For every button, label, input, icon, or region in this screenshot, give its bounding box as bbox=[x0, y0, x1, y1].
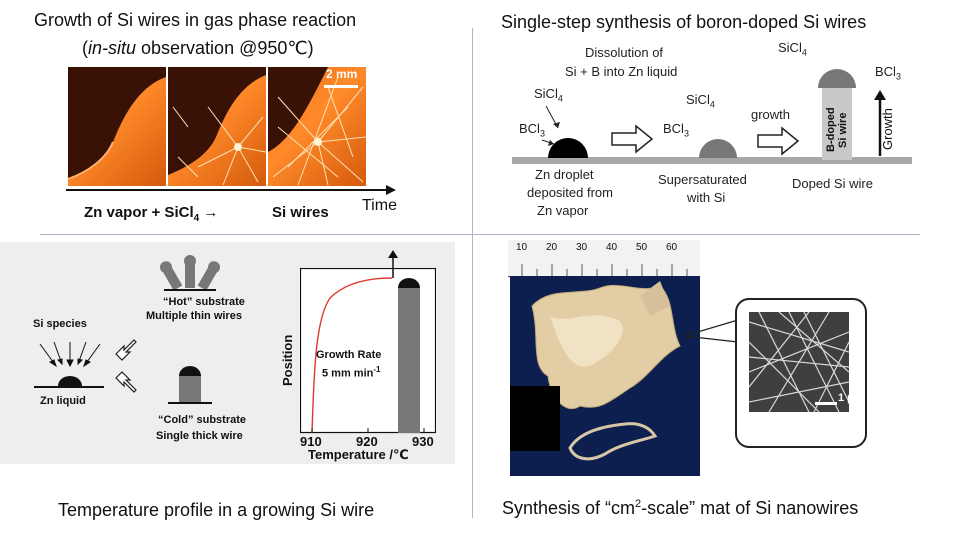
bcl-sub-2: 3 bbox=[683, 128, 689, 139]
doped-wire-label: Doped Si wire bbox=[792, 176, 873, 191]
tick-930: 930 bbox=[412, 434, 434, 449]
reaction-sub: 4 bbox=[193, 213, 200, 224]
b-doped-si-wire bbox=[818, 68, 856, 160]
zoom-callout-lines bbox=[684, 319, 739, 343]
top-left-title-line2: (in-situ observation @950℃) bbox=[82, 38, 314, 59]
supersaturated-droplet bbox=[699, 139, 737, 158]
cold-substrate-line2: Single thick wire bbox=[156, 430, 243, 442]
growth-rate-value: 5 mm min bbox=[322, 367, 374, 380]
sem-scale-label: 1 μm bbox=[838, 392, 864, 404]
supersat-line2: with Si bbox=[687, 190, 726, 205]
bcl-main-3: BCl bbox=[875, 64, 896, 79]
growth-photo-1 bbox=[68, 67, 166, 186]
arrow-right-outline-icon bbox=[611, 124, 654, 154]
temperature-curve bbox=[311, 277, 393, 434]
ruler-tick-60: 60 bbox=[666, 242, 678, 253]
bcl-main: BCl bbox=[519, 121, 540, 136]
arrow-diagonal-icon bbox=[541, 105, 560, 146]
zn-droplet-black bbox=[548, 138, 588, 158]
wire-label-line2: Si wire bbox=[837, 112, 849, 148]
ruler-tick-40: 40 bbox=[606, 242, 618, 253]
arrow-right-outline-icon bbox=[115, 339, 137, 393]
bcl-sub-3: 3 bbox=[895, 71, 901, 82]
zn-droplet-line1: Zn droplet bbox=[535, 167, 594, 182]
tick-910: 910 bbox=[300, 434, 322, 449]
sicl-main-3: SiCl bbox=[778, 40, 802, 55]
reaction-equation: Zn vapor + SiCl4 → bbox=[84, 204, 218, 224]
si-wire-column bbox=[398, 288, 420, 433]
dissolution-line2: Si + B into Zn liquid bbox=[565, 64, 678, 79]
reaction-left: Zn vapor + SiCl bbox=[84, 204, 194, 221]
arrow-up-icon bbox=[874, 90, 886, 156]
cold-substrate-line1: “Cold” substrate bbox=[158, 414, 247, 426]
hot-substrate-wires bbox=[160, 255, 220, 291]
growth-photo-2 bbox=[168, 67, 266, 186]
bottom-left-caption: Temperature profile in a growing Si wire bbox=[58, 500, 375, 520]
bcl3-label-1: BCl3 bbox=[519, 121, 545, 139]
paren-open: ( bbox=[82, 38, 88, 58]
sicl-main: SiCl bbox=[534, 86, 558, 101]
nanowire-mat-photo bbox=[510, 276, 700, 476]
bcl-main-2: BCl bbox=[663, 121, 684, 136]
sicl4-label-1: SiCl4 bbox=[534, 86, 563, 104]
bcl3-label-2: BCl3 bbox=[663, 121, 689, 139]
tick-920: 920 bbox=[356, 434, 378, 449]
title-rest: observation @950℃) bbox=[136, 38, 314, 58]
growth-axis-label: Growth bbox=[880, 108, 895, 150]
bcl3-label-3: BCl3 bbox=[875, 64, 901, 82]
growth-rate-line1: Growth Rate bbox=[316, 349, 382, 361]
horizontal-divider bbox=[40, 234, 920, 235]
cold-substrate-wire bbox=[168, 366, 212, 404]
top-left-title-line1: Growth of Si wires in gas phase reaction bbox=[34, 10, 357, 30]
wire-label-line1: B-doped bbox=[825, 107, 837, 152]
ruler-tick-20: 20 bbox=[546, 242, 558, 253]
sicl-sub-2: 4 bbox=[709, 99, 715, 110]
dissolution-line1: Dissolution of bbox=[585, 45, 664, 60]
in-situ-italic: in-situ bbox=[88, 38, 137, 58]
caption-sup: 2 bbox=[635, 498, 642, 510]
growth-label: growth bbox=[751, 107, 791, 122]
sicl4-label-3: SiCl4 bbox=[778, 40, 807, 58]
ruler-tick-50: 50 bbox=[636, 242, 648, 253]
si-species-label: Si species bbox=[33, 318, 87, 330]
ruler-tick-10: 10 bbox=[516, 242, 528, 253]
sem-image bbox=[749, 312, 849, 412]
si-species-arrows bbox=[34, 341, 104, 388]
wire-tip-droplet bbox=[398, 278, 420, 288]
bottom-right-caption: Synthesis of “cm2-scale” mat of Si nanow… bbox=[502, 498, 858, 519]
hot-substrate-line2: Multiple thin wires bbox=[146, 310, 242, 322]
reaction-arrow: → bbox=[203, 204, 219, 221]
bcl-sub: 3 bbox=[539, 128, 545, 139]
temperature-axis-label: Temperature /℃ bbox=[308, 447, 409, 462]
sicl-sub-3: 4 bbox=[801, 47, 807, 58]
zn-droplet-line3: Zn vapor bbox=[537, 203, 589, 218]
caption-pre: Synthesis of “cm bbox=[502, 498, 636, 518]
arrow-up-icon bbox=[388, 250, 398, 278]
reaction-right: Si wires bbox=[272, 204, 329, 221]
temperature-profile-plot bbox=[300, 268, 436, 434]
growth-rate-line2: 5 mm min-1 bbox=[322, 365, 380, 380]
zn-liquid-label: Zn liquid bbox=[40, 395, 86, 407]
substrate-bar bbox=[512, 157, 912, 164]
sicl-main-2: SiCl bbox=[686, 92, 710, 107]
sicl-sub: 4 bbox=[557, 93, 563, 104]
ruler: 10 20 30 40 50 60 bbox=[508, 240, 700, 277]
caption-post: -scale” mat of Si nanowires bbox=[641, 498, 859, 518]
growth-rate-sup: -1 bbox=[373, 365, 381, 374]
vertical-divider bbox=[472, 28, 473, 518]
growth-photo-3 bbox=[268, 67, 366, 186]
top-right-title: Single-step synthesis of boron-doped Si … bbox=[501, 12, 867, 32]
position-axis-label: Position bbox=[280, 334, 295, 386]
time-arrow bbox=[66, 185, 396, 195]
hot-substrate-line1: “Hot” substrate bbox=[163, 296, 245, 308]
arrow-right-outline-icon bbox=[757, 126, 800, 156]
supersat-line1: Supersaturated bbox=[658, 172, 747, 187]
zn-droplet-line2: deposited from bbox=[527, 185, 613, 200]
sicl4-label-2: SiCl4 bbox=[686, 92, 715, 110]
time-label: Time bbox=[362, 197, 397, 214]
ruler-tick-30: 30 bbox=[576, 242, 588, 253]
scale-bar-label: 2 mm bbox=[326, 67, 358, 81]
